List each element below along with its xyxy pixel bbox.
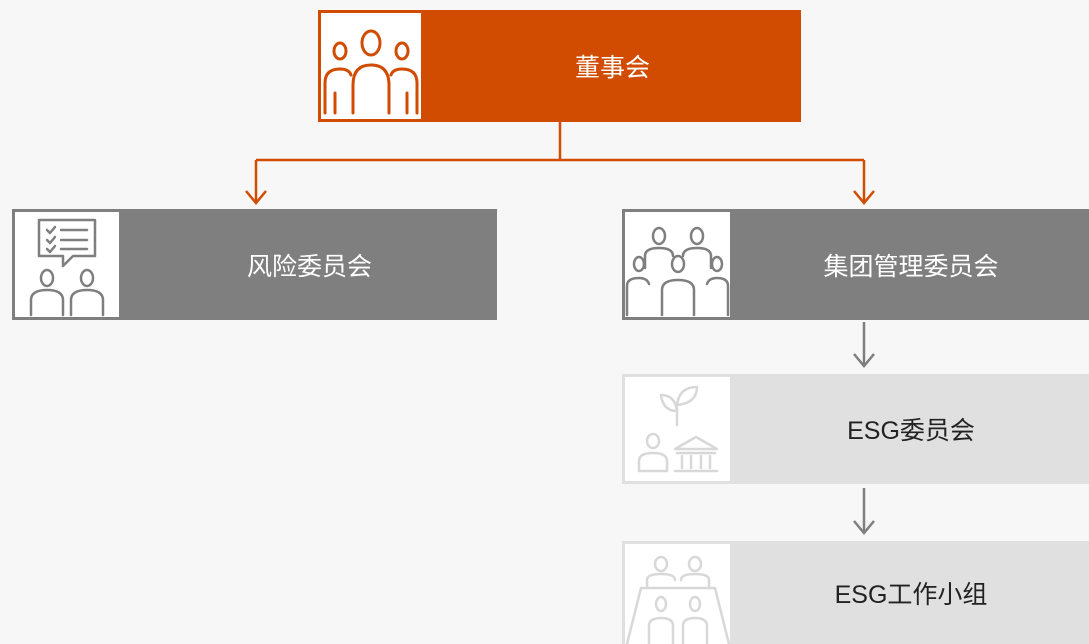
team-table-icon [625, 555, 730, 644]
group-label-box: 集团管理委员会 [733, 209, 1089, 320]
board-label: 董事会 [574, 54, 650, 82]
esg-working-group-node: ESG工作小组 [622, 541, 1089, 644]
group-people-icon [625, 226, 730, 317]
esg-icon-box [622, 374, 733, 484]
risk-label-box: 风险委员会 [122, 209, 497, 320]
risk-icon-box [12, 209, 122, 320]
board-people-icon [323, 29, 419, 115]
plant-institution-icon [637, 385, 719, 473]
group-to-esg-arrow [853, 322, 875, 368]
board-to-committees-connector [245, 122, 875, 205]
group-label: 集团管理委员会 [823, 252, 999, 281]
risk-label: 风险委员会 [246, 252, 372, 281]
esg-label-box: ESG委员会 [733, 374, 1089, 484]
group-icon-box [622, 209, 733, 320]
group-management-node: 集团管理委员会 [622, 209, 1089, 320]
esg-label: ESG委员会 [847, 417, 975, 445]
esg-to-working-group-arrow [853, 488, 875, 535]
esg-working-icon-box [622, 541, 733, 644]
board-icon-box [318, 10, 424, 122]
risk-committee-node: 风险委员会 [12, 209, 497, 320]
esg-working-label: ESG工作小组 [834, 580, 988, 609]
board-label-box: 董事会 [424, 10, 801, 122]
meeting-checklist-icon [29, 218, 105, 317]
esg-working-label-box: ESG工作小组 [733, 541, 1089, 644]
board-node: 董事会 [318, 10, 801, 122]
esg-committee-node: ESG委员会 [622, 374, 1089, 484]
